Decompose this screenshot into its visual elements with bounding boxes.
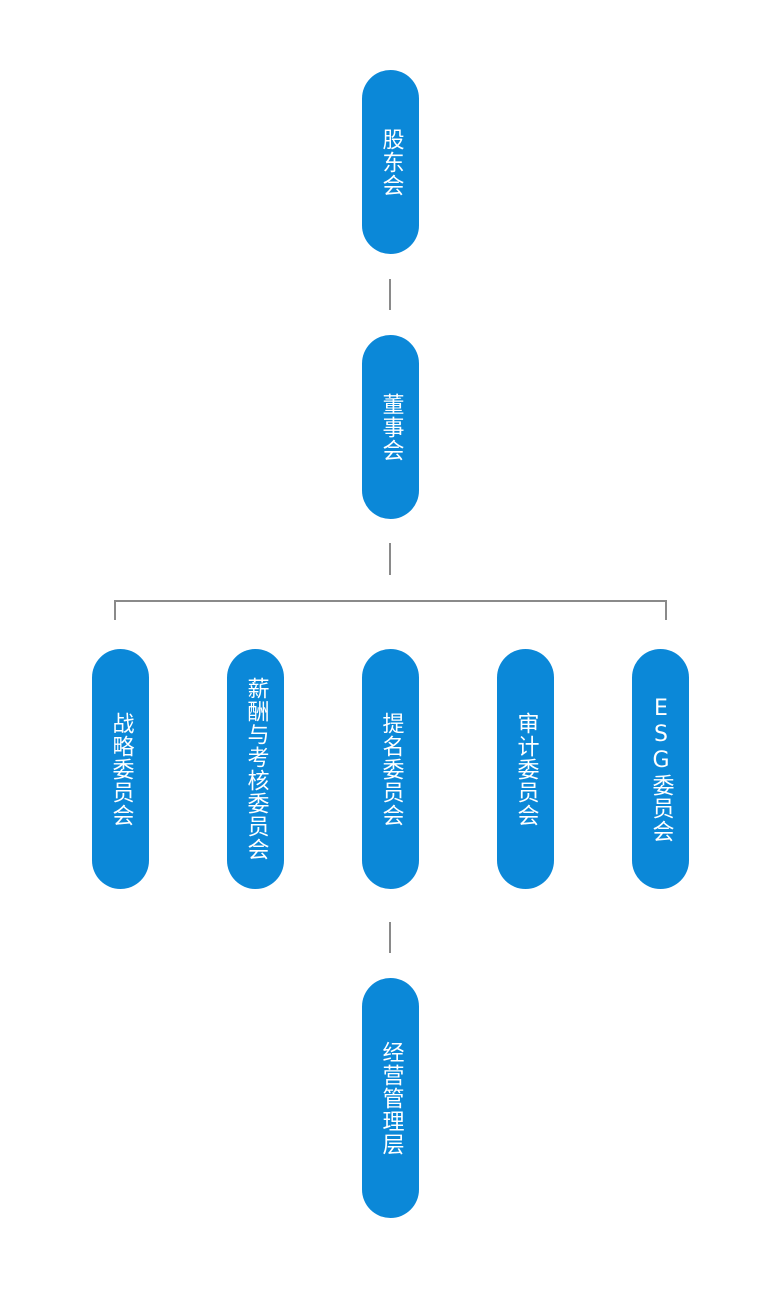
shareholders-node: 股东会 [362,70,419,254]
committee-audit-label: 审计委员会 [513,711,539,827]
management-label: 经营管理层 [378,1040,404,1156]
connector-shareholders-board [389,279,391,310]
committee-strategy-label: 战略委员会 [108,711,134,827]
shareholders-label: 股东会 [378,127,404,197]
committee-bracket-left-tick [114,600,116,620]
connector-board-down [389,543,391,575]
board-node: 董事会 [362,335,419,519]
committee-strategy-node: 战略委员会 [92,649,149,889]
board-label: 董事会 [378,392,404,462]
committee-esg-label: ESG委员会 [648,695,674,843]
committee-nomination-node: 提名委员会 [362,649,419,889]
committee-nomination-label: 提名委员会 [378,711,404,827]
committee-bracket-horizontal [114,600,667,602]
management-node: 经营管理层 [362,978,419,1218]
committee-compensation-label: 薪酬与考核委员会 [243,677,269,861]
committee-bracket-right-tick [665,600,667,620]
connector-committees-management [389,922,391,953]
committee-compensation-node: 薪酬与考核委员会 [227,649,284,889]
committee-esg-node: ESG委员会 [632,649,689,889]
committee-audit-node: 审计委员会 [497,649,554,889]
